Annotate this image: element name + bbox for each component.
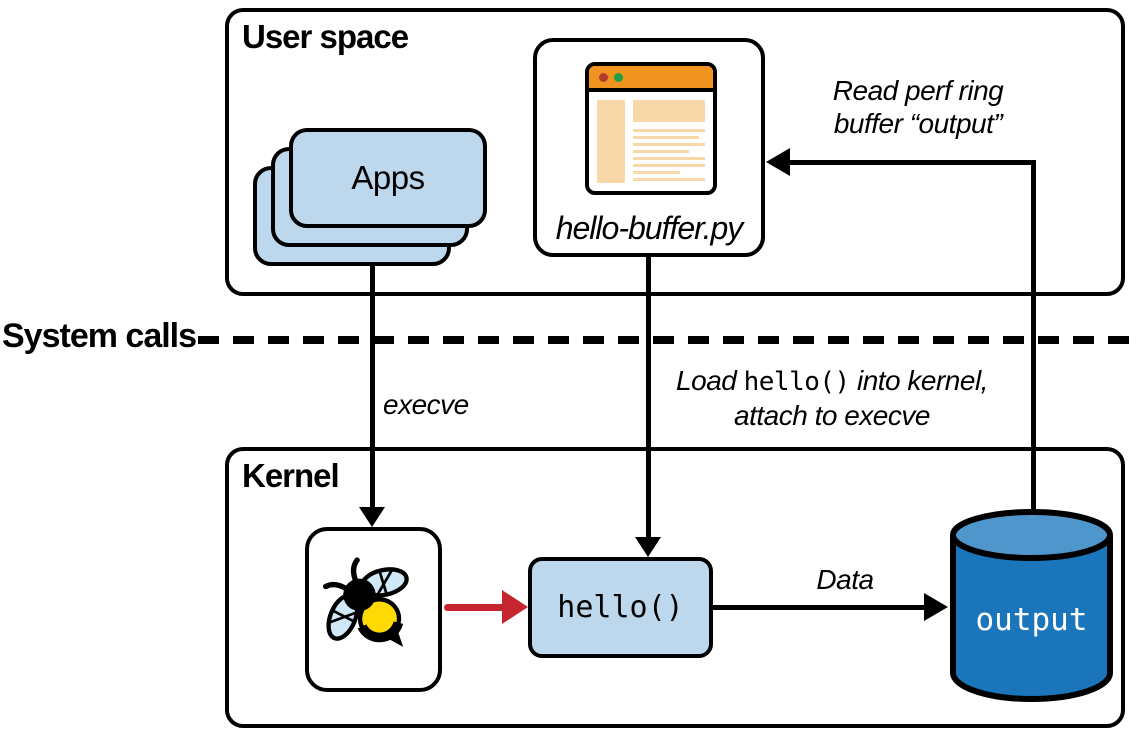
arrow-readperf-hline xyxy=(788,160,1036,165)
hello-fn-label: hello() xyxy=(557,590,684,625)
hello-buffer-label: hello-buffer.py xyxy=(555,210,744,246)
kernel-title: Kernel xyxy=(242,457,340,494)
browser-titlebar xyxy=(589,66,713,92)
browser-text-line xyxy=(633,178,705,181)
read-perf-annotation: Read perf ring buffer “output” xyxy=(798,74,1038,140)
load-annotation: Load hello() into kernel, attach to exec… xyxy=(637,364,1027,432)
arrow-bee-to-hello-line xyxy=(444,604,506,611)
database-cylinder-icon xyxy=(950,509,1113,702)
user-space-title: User space xyxy=(242,18,409,55)
browser-green-dot-icon xyxy=(614,73,623,82)
read-perf-line2: buffer “output” xyxy=(833,108,1003,139)
output-db-node xyxy=(948,507,1115,705)
browser-content-lines xyxy=(633,129,705,181)
arrow-execve-head xyxy=(359,507,385,527)
hello-fn-node: hello() xyxy=(528,557,713,658)
browser-sidebar-block xyxy=(597,100,625,183)
apps-label: Apps xyxy=(351,159,425,196)
arrow-data-line xyxy=(710,605,925,610)
browser-text-line xyxy=(633,171,680,174)
browser-text-line xyxy=(633,136,700,139)
browser-text-line xyxy=(633,164,705,167)
system-calls-label: System calls xyxy=(2,317,197,355)
read-perf-line1: Read perf ring xyxy=(832,75,1004,106)
bee-node xyxy=(305,527,442,692)
arrow-bee-to-hello-head xyxy=(502,590,528,624)
browser-window-icon xyxy=(585,62,717,195)
browser-text-line xyxy=(633,157,705,160)
apps-card-front: Apps xyxy=(289,128,487,228)
load-line2: attach to execve xyxy=(734,400,930,431)
browser-header-block xyxy=(633,100,705,122)
arrow-data-head xyxy=(924,593,948,621)
load-line1: Load hello() into kernel, xyxy=(676,365,988,397)
arrow-readperf-head xyxy=(766,148,790,176)
output-label: output xyxy=(975,602,1088,638)
browser-red-dot-icon xyxy=(599,73,608,82)
browser-text-line xyxy=(633,129,705,132)
load-code-fragment: hello() xyxy=(743,367,851,397)
hello-buffer-node: hello-buffer.py xyxy=(533,38,765,257)
browser-text-line xyxy=(633,150,690,153)
browser-text-line xyxy=(633,143,705,146)
arrow-load-head xyxy=(635,537,661,557)
arrow-load-line xyxy=(646,255,651,537)
system-calls-divider xyxy=(198,336,1138,344)
browser-content xyxy=(589,92,713,191)
data-label: Data xyxy=(816,564,874,595)
browser-main-column xyxy=(633,100,705,185)
ebpf-bee-icon xyxy=(322,556,409,647)
arrow-execve-line xyxy=(370,250,375,507)
execve-label: execve xyxy=(383,389,469,420)
